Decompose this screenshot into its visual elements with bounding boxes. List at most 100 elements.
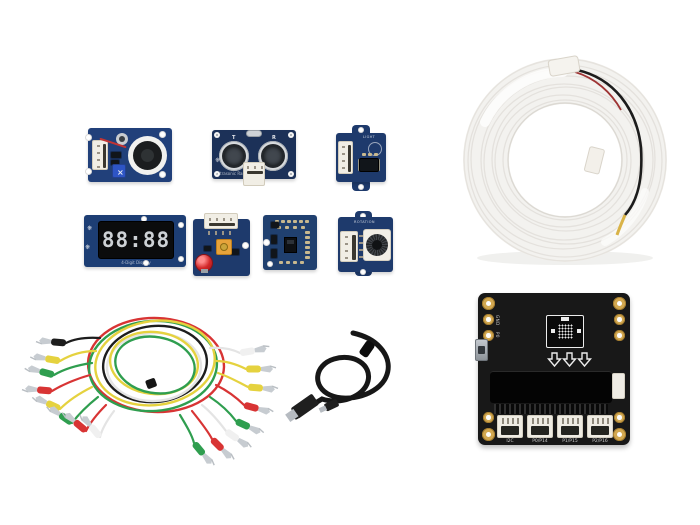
alligator-clip-wires [21,316,279,469]
strip-yellow-wire [615,214,627,236]
led-base [201,269,208,273]
gesture-sensor-chip [285,238,296,252]
ic-chip [204,246,211,251]
cable-loop [293,330,391,420]
seeed-logo-icon: ❋ [215,157,221,164]
gnd-pad [483,314,494,325]
rotation-label: ROTATION [354,220,375,224]
mounting-hole [159,171,166,178]
seeed-logo-icon: ❋ [87,225,93,232]
strip-connector [547,55,581,77]
volume-trimmer: × [112,164,126,178]
slot-latch [612,373,625,399]
seven-segment-display: 88:88 [98,221,174,259]
brightness-trimmer [216,239,232,255]
mounting-hole [141,216,147,222]
ic-chip [271,235,277,244]
strip-inner-connector [584,146,605,175]
port-label: P1/P15 [562,439,578,444]
ic-chip [111,152,121,158]
edge-pad [483,412,494,423]
mounting-hole [358,127,364,133]
transmitter-label: T [232,135,236,141]
display-digits: 88:88 [101,228,171,252]
wire-loops [86,316,226,414]
cable-tie [145,378,157,389]
light-label: LIGHT [363,135,375,139]
wire-ends [50,336,250,445]
grove-port [587,415,613,438]
grove-connector [338,141,353,174]
screw-hole [288,171,294,177]
grove-connector [340,231,358,262]
mounting-hole [360,269,366,275]
speaker-center [141,149,154,162]
seeed-logo-icon: ❋ [85,244,91,251]
screw-hole [613,297,626,310]
red-led-module [193,213,250,276]
grove-connector [92,140,108,170]
red-led [196,255,212,271]
mounting-hole [360,213,366,219]
strip-black-wire [576,68,643,216]
cable-strap [359,340,375,358]
ic-chip [271,222,279,228]
mounting-hole [85,134,92,141]
rotary-knob [366,234,388,256]
strip-red-wire [574,71,622,111]
pin-label: GND [495,315,500,326]
mounting-hole [242,242,249,249]
edge-pad [614,314,625,325]
micro-usb-connector [318,399,339,413]
mounting-hole [267,261,273,267]
edge-pad [614,412,625,423]
edge-pad [614,330,625,341]
mounting-hole [263,239,270,246]
grove-connector [204,213,238,229]
insert-arrows-icon [546,352,593,368]
light-sensor-chip [360,159,378,171]
grove-port [557,415,583,438]
module-caption: 4-Digit Display [121,260,151,265]
screw-hole [214,171,220,177]
receiver-label: R [272,135,276,141]
crystal-oscillator [246,130,262,137]
grove-port [527,415,553,438]
ultrasonic-ranger-module: T R ❋ Ultrasonic Ranger [212,130,296,186]
mounting-hole [178,256,184,262]
microbit-edge-slot [490,371,612,403]
grove-port [497,415,523,438]
microbit-grove-shield: GND P0 I2C P0/P14 P1/P15 P2/P16 [475,293,630,445]
led-strip-coil [463,55,667,265]
mounting-hole [159,131,166,138]
screw-hole [214,132,220,138]
p0-pad [483,330,494,341]
mounting-hole [85,168,92,175]
gesture-sensor-module [263,215,317,270]
edge-connector-pins [494,404,608,414]
screw-hole [482,297,495,310]
screw-hole [613,428,626,441]
microphone-top [119,136,125,142]
pin-label: P0 [495,332,500,338]
grove-connector [243,162,265,186]
mounting-hole [143,260,149,266]
screw-hole [482,428,495,441]
usb-a-connector [285,394,319,423]
microbit-insert-icon [546,315,584,348]
usb-cable [285,330,391,423]
ic-chip [271,249,277,258]
ic-chip [231,249,239,255]
port-label: I2C [506,439,514,444]
light-sensor-module: LIGHT [336,133,386,182]
screw-hole [288,132,294,138]
port-label: P0/P14 [532,439,548,444]
module-caption: Ultrasonic Ranger [216,171,252,176]
four-digit-display-module: ❋ ❋ 88:88 4-Digit Display [84,215,186,267]
mounting-hole [178,222,184,228]
port-label: P2/P16 [592,439,608,444]
micro-usb-port [475,339,488,361]
mounting-hole [358,184,364,190]
ic-chip [111,160,119,165]
